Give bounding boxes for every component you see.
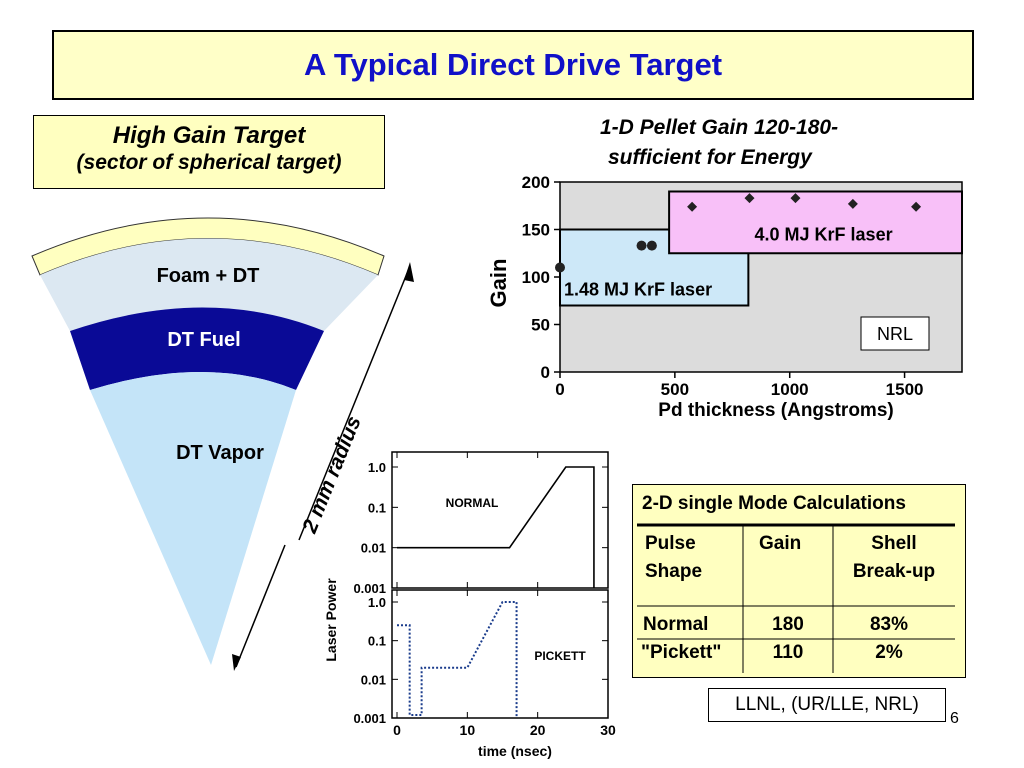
- high-gain-target-heading: High Gain Target: [112, 122, 306, 149]
- gain-x-tick-label: 1500: [886, 380, 924, 399]
- pulse-x-tick-label: 0: [393, 722, 401, 738]
- gain-point-diamond: [687, 201, 698, 212]
- pulse-y-tick-label: 1.0: [368, 460, 386, 475]
- calc-table-title: 2-D single Mode Calculations: [642, 493, 906, 514]
- gain-point-circle: [646, 240, 657, 251]
- gain-x-tick-label: 500: [661, 380, 689, 399]
- normal-pulse-label: NORMAL: [446, 496, 499, 510]
- pulse-y-tick-label: 0.1: [368, 500, 386, 515]
- gain-y-tick-label: 200: [522, 173, 550, 192]
- gain-y-tick-label: 100: [522, 268, 550, 287]
- gain-point-diamond: [744, 193, 755, 204]
- gain-chart-title-line1: 1-D Pellet Gain 120-180-: [600, 116, 839, 139]
- pulse-x-tick-label: 30: [600, 722, 616, 738]
- credit-text: LLNL, (UR/LLE, NRL): [735, 694, 919, 715]
- col-pulse-shape-line1: Pulse: [645, 533, 696, 554]
- calc-table: 2-D single Mode Calculations Pulse Shape…: [632, 484, 966, 678]
- pickett-pulse-panel: [391, 589, 609, 719]
- pulse-x-tick-label: 10: [460, 722, 476, 738]
- pickett-pulse-line: [397, 601, 518, 718]
- laser-region-label-2: 4.0 MJ KrF laser: [755, 224, 893, 244]
- pickett-pulse-label: PICKETT: [534, 649, 586, 663]
- high-gain-target-heading-box: High Gain Target (sector of spherical ta…: [33, 115, 385, 189]
- nrl-tag-box: [860, 316, 930, 351]
- high-gain-target-subheading: (sector of spherical target): [76, 151, 342, 174]
- row-pickett-shape: "Pickett": [641, 642, 722, 663]
- gain-point-circle: [636, 240, 647, 251]
- dt-vapor-label: DT Vapor: [176, 442, 264, 464]
- page-number: 6: [950, 710, 959, 727]
- row-normal-breakup: 83%: [869, 614, 909, 635]
- gain-point-diamond: [911, 201, 922, 212]
- gain-point-diamond: [847, 198, 858, 209]
- dt-vapor-layer: [90, 372, 296, 665]
- pulse-y-tick-label: 0.01: [361, 672, 386, 687]
- gain-y-tick-label: 0: [541, 363, 550, 382]
- pulse-y-tick-label: 0.001: [353, 711, 386, 726]
- gain-y-axis-label: Gain: [486, 259, 511, 308]
- gain-chart-title: 1-D Pellet Gain 120-180- sufficient for …: [560, 113, 940, 173]
- title-box: A Typical Direct Drive Target: [52, 30, 974, 100]
- arrow-head-down-icon: [232, 654, 241, 671]
- gain-point-circle: [555, 262, 565, 273]
- row-normal-gain: 180: [772, 614, 804, 635]
- pulse-y-tick-label: 0.01: [361, 541, 386, 556]
- col-shell-breakup-line1: Shell: [871, 533, 917, 554]
- target-sector-diagram: Foam + DT DT Fuel DT Vapor 2 mm radius: [31, 217, 414, 671]
- gain-y-tick-label: 150: [522, 221, 550, 240]
- time-axis-label: time (nsec): [478, 743, 552, 759]
- laser-region-2: [668, 190, 963, 255]
- foam-dt-label: Foam + DT: [157, 265, 260, 287]
- pulse-y-tick-label: 1.0: [368, 595, 386, 610]
- row-normal-shape: Normal: [643, 614, 709, 635]
- gain-x-tick-label: 0: [555, 380, 564, 399]
- pulse-x-tick-label: 20: [530, 722, 546, 738]
- normal-pulse-panel: [391, 451, 609, 589]
- col-pulse-shape-line2: Shape: [645, 561, 703, 582]
- nrl-tag: NRL: [877, 324, 913, 344]
- foam-dt-layer: [40, 238, 378, 331]
- pulse-y-tick-label: 0.001: [353, 581, 386, 596]
- arrow-head-up-icon: [404, 262, 414, 282]
- row-pickett-breakup: 2%: [875, 642, 903, 663]
- col-gain: Gain: [759, 533, 802, 554]
- slide-title: A Typical Direct Drive Target: [303, 47, 723, 82]
- calc-table-rules: [637, 523, 955, 673]
- pulse-y-tick-label: 0.1: [368, 634, 386, 649]
- radius-arrow-upper: [298, 265, 411, 541]
- dt-fuel-label: DT Fuel: [167, 329, 240, 351]
- gain-y-tick-label: 50: [531, 316, 550, 335]
- laser-region-label-1: 1.48 MJ KrF laser: [564, 280, 712, 300]
- gain-x-axis-label: Pd thickness (Angstroms): [658, 400, 893, 421]
- gain-point-diamond: [790, 193, 801, 204]
- credit-box: LLNL, (UR/LLE, NRL): [708, 688, 946, 722]
- gain-chart-title-line2: sufficient for Energy: [608, 146, 812, 169]
- gain-x-tick-label: 1000: [771, 380, 809, 399]
- laser-power-axis-label: Laser Power: [323, 578, 339, 662]
- col-shell-breakup-line2: Break-up: [852, 561, 936, 582]
- row-pickett-gain: 110: [772, 642, 804, 663]
- normal-pulse-line: [397, 466, 595, 588]
- dt-fuel-layer: [70, 307, 324, 390]
- radius-arrow-lower: [235, 544, 286, 668]
